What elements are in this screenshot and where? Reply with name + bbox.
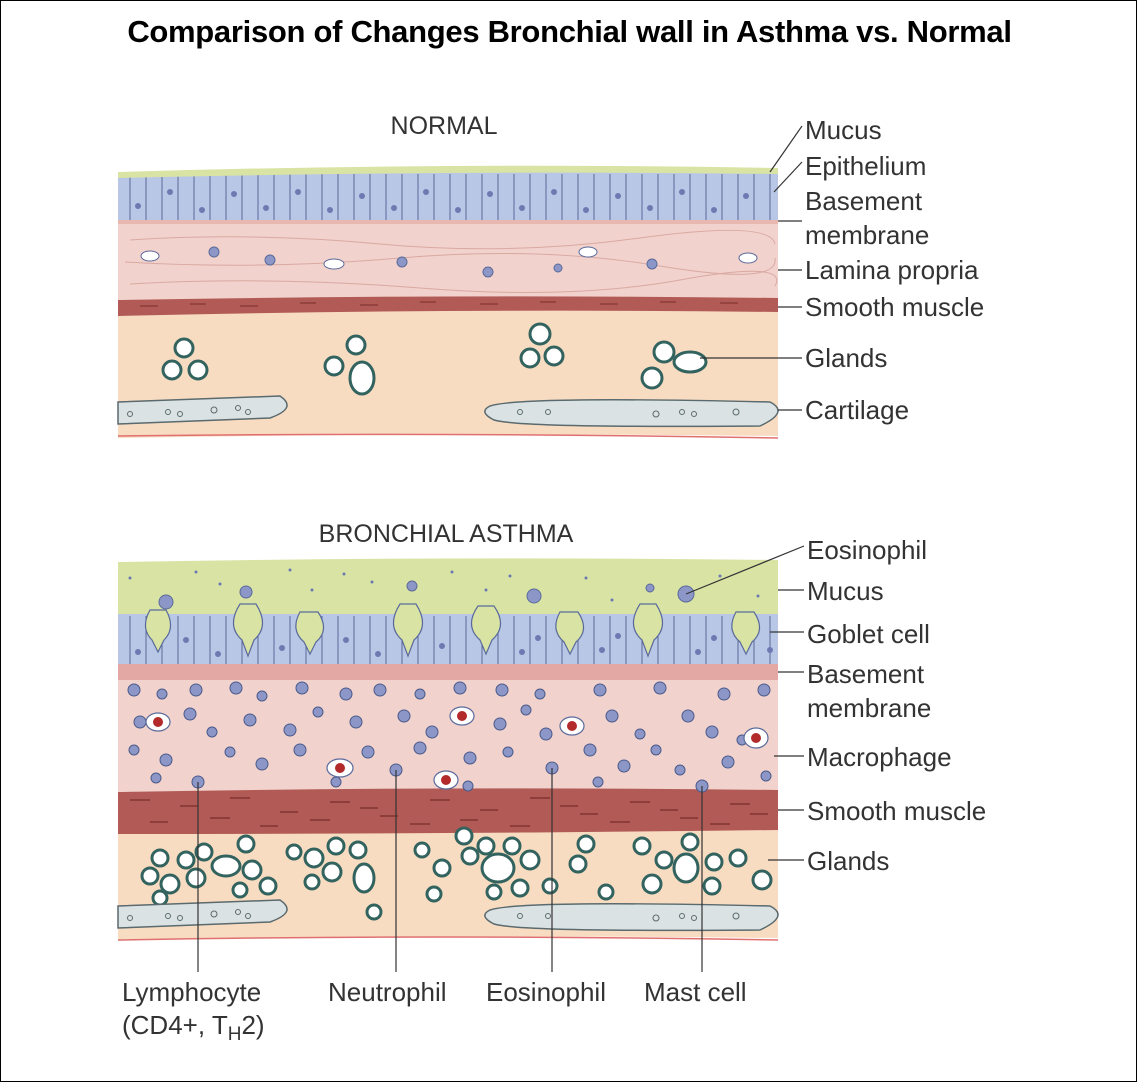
label-glands-asthma: Glands — [807, 846, 889, 876]
label-epithelium: Epithelium — [805, 151, 926, 181]
normal-heading: NORMAL — [391, 112, 498, 140]
label-basement: Basement — [805, 186, 923, 216]
label-smooth-muscle: Smooth muscle — [805, 292, 984, 322]
label-macrophage: Macrophage — [807, 742, 952, 772]
label-lymphocyte-subtype: (CD4+, TH2) — [122, 1010, 265, 1045]
normal-epithelial-cells — [130, 174, 770, 220]
normal-panel: NORMAL Mucus Epithelium Basement membran… — [118, 112, 984, 438]
label-membrane-asthma: membrane — [807, 693, 931, 723]
label-cartilage: Cartilage — [805, 395, 909, 425]
label-lymphocyte: Lymphocyte — [122, 977, 261, 1007]
normal-epithelium — [118, 172, 778, 222]
asthma-panel: BRONCHIAL ASTHMA Eosinophil Mucus Goblet… — [118, 520, 986, 1045]
asthma-smooth-muscle — [118, 788, 778, 834]
label-eosinophil-bottom: Eosinophil — [486, 977, 606, 1007]
asthma-epithelial-cells — [130, 616, 770, 664]
label-lamina-propria: Lamina propria — [805, 255, 979, 285]
label-membrane: membrane — [805, 220, 929, 250]
label-eosinophil-top: Eosinophil — [807, 535, 927, 565]
label-goblet-cell: Goblet cell — [807, 619, 930, 649]
asthma-basement-membrane — [118, 664, 778, 680]
lymphocyte-subtype-suffix: 2) — [241, 1010, 264, 1040]
lymphocyte-subtype-subscript: H — [228, 1024, 242, 1045]
normal-basement-membrane — [118, 220, 778, 224]
label-neutrophil: Neutrophil — [328, 977, 447, 1007]
label-mucus-asthma: Mucus — [807, 576, 884, 606]
asthma-epithelium — [118, 614, 778, 666]
label-glands: Glands — [805, 343, 887, 373]
normal-cartilage-right — [485, 400, 778, 427]
lymphocyte-subtype-prefix: (CD4+, T — [122, 1010, 228, 1040]
label-basement-asthma: Basement — [807, 659, 925, 689]
label-smooth-muscle-asthma: Smooth muscle — [807, 796, 986, 826]
asthma-cartilage-right — [485, 904, 778, 931]
label-mucus: Mucus — [805, 115, 882, 145]
asthma-heading: BRONCHIAL ASTHMA — [319, 520, 574, 548]
label-mast-cell: Mast cell — [644, 977, 747, 1007]
